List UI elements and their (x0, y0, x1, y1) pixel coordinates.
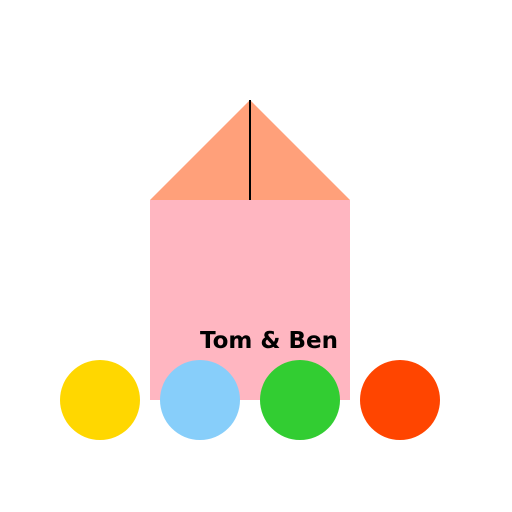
green-ball (260, 360, 340, 440)
balls-row (60, 360, 440, 440)
yellow-ball (60, 360, 140, 440)
orange-red-ball (360, 360, 440, 440)
light-blue-ball (160, 360, 240, 440)
caption-text: Tom & Ben (200, 328, 338, 354)
